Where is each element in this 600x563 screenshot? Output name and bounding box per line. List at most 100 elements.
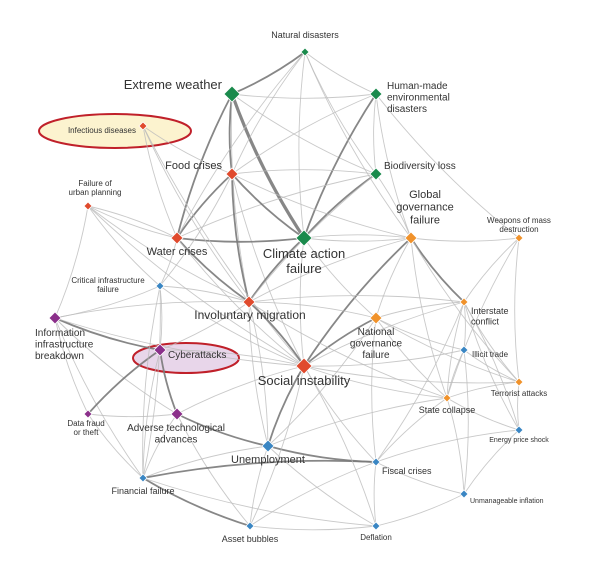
edge-human-made-disasters-food-crises [231,93,377,175]
terrorist-attacks-node[interactable] [514,377,524,387]
data-fraud-node[interactable] [83,409,93,419]
information-infrastructure-node[interactable] [48,311,62,325]
state-collapse-node[interactable] [442,393,452,403]
wmd-label-line: destruction [499,225,538,234]
natural-disasters-label-line: Natural disasters [271,30,339,40]
edge-wmd-interstate-conflict [463,237,520,303]
involuntary-migration-label: Involuntary migration [194,308,305,322]
critical-infrastructure-label-line: Critical infrastructure [71,276,145,285]
water-crises-node[interactable] [170,231,184,245]
interstate-conflict-node[interactable] [459,297,469,307]
edge-biodiversity-loss-climate-action [303,173,377,239]
illicit-trade-node[interactable] [459,345,469,355]
edge-water-crises-social-instability [176,237,305,367]
edge-water-crises-urban-planning [87,205,178,239]
human-made-disasters-node[interactable] [369,87,383,101]
asset-bubbles-node[interactable] [245,521,255,531]
fiscal-crises-node[interactable] [371,457,381,467]
infectious-diseases-node[interactable] [138,121,148,131]
food-crises-node[interactable] [225,167,239,181]
edge-extreme-weather-biodiversity-loss [231,93,377,175]
edge-involuntary-migration-unemployment [248,301,269,447]
edge-deflation-social-instability [303,365,377,527]
global-governance-label-line: governance [396,202,454,214]
edge-fiscal-crises-asset-bubbles [249,461,377,527]
unmanageable-inflation-label-line: Unmanageable inflation [470,498,544,505]
edge-information-infrastructure-adverse-tech [54,317,178,415]
edge-energy-price-shock-unmanageable-inflation [463,429,520,495]
national-governance-node[interactable] [369,311,383,325]
cyberattacks-label-line: Cyberattacks [168,350,226,361]
extreme-weather-label-line: Extreme weather [124,77,223,92]
edge-food-crises-social-instability [231,173,305,367]
critical-infrastructure-node[interactable] [155,281,165,291]
edge-information-infrastructure-financial-failure [54,317,144,479]
edge-natural-disasters-global-governance [304,51,412,239]
edges-layer [54,51,520,531]
edge-fiscal-crises-deflation [373,461,377,527]
edge-unmanageable-inflation-illicit-trade [463,349,469,495]
information-infrastructure-label-line: Information [35,328,85,339]
edge-global-governance-climate-action [303,234,412,239]
terrorist-attacks-label: Terrorist attacks [491,389,547,398]
natural-disasters-node[interactable] [300,47,310,57]
edge-social-instability-cyberattacks [159,349,305,367]
extreme-weather-node[interactable] [223,85,241,103]
nodes-layer [48,47,524,531]
edge-extreme-weather-water-crises [176,93,233,239]
climate-action-node[interactable] [295,229,313,247]
involuntary-migration-label-line: Involuntary migration [194,308,305,322]
urban-planning-label-line: Failure of [78,179,112,188]
edge-energy-price-shock-interstate-conflict [463,301,520,431]
financial-failure-node[interactable] [138,473,148,483]
energy-price-shock-node[interactable] [514,425,524,435]
edge-infectious-diseases-food-crises [142,125,233,175]
social-instability-label: Social instability [258,373,351,388]
edge-state-collapse-fiscal-crises [375,397,448,463]
edge-global-governance-interstate-conflict [410,237,465,303]
unemployment-node[interactable] [261,439,275,453]
edge-global-governance-involuntary-migration [248,237,412,303]
edge-asset-bubbles-deflation [249,525,377,531]
critical-infrastructure-label-line: failure [97,285,119,294]
edge-social-instability-adverse-tech [176,365,305,415]
edge-financial-failure-critical-infrastructure [142,285,161,479]
deflation-node[interactable] [371,521,381,531]
unmanageable-inflation-node[interactable] [459,489,469,499]
illicit-trade-label: Illicit trade [472,350,509,359]
cyberattacks-node[interactable] [153,343,167,357]
biodiversity-loss-node[interactable] [369,167,383,181]
data-fraud-label-line: or theft [74,428,100,437]
adverse-tech-node[interactable] [170,407,184,421]
edge-critical-infrastructure-food-crises [159,173,233,287]
edge-wmd-state-collapse [446,237,520,399]
edge-terrorist-attacks-state-collapse [446,381,520,399]
edge-water-crises-involuntary-migration [176,237,250,303]
edge-national-governance-fiscal-crises [371,317,377,463]
social-instability-node[interactable] [295,357,313,375]
global-governance-node[interactable] [404,231,418,245]
edge-adverse-tech-financial-failure [142,413,178,479]
water-crises-label: Water crises [147,246,208,258]
edge-information-infrastructure-urban-planning [54,205,89,319]
edge-natural-disasters-climate-action [298,51,306,239]
edge-financial-failure-deflation [142,477,377,527]
edge-adverse-tech-unemployment [176,413,269,447]
infectious-diseases-label: Infectious diseases [68,126,136,135]
edge-social-instability-state-collapse [303,365,448,399]
edge-cyberattacks-involuntary-migration [159,301,250,351]
global-governance-label-line: Global [409,189,441,201]
edge-unmanageable-inflation-state-collapse [446,397,465,495]
edge-extreme-weather-involuntary-migration [230,93,250,303]
wmd-node[interactable] [514,233,524,243]
deflation-label-line: Deflation [360,533,392,542]
edge-urban-planning-involuntary-migration [87,205,250,303]
involuntary-migration-node[interactable] [242,295,256,309]
edge-information-infrastructure-cyberattacks [54,317,161,351]
edge-involuntary-migration-critical-infrastructure [159,285,250,303]
urban-planning-node[interactable] [83,201,93,211]
